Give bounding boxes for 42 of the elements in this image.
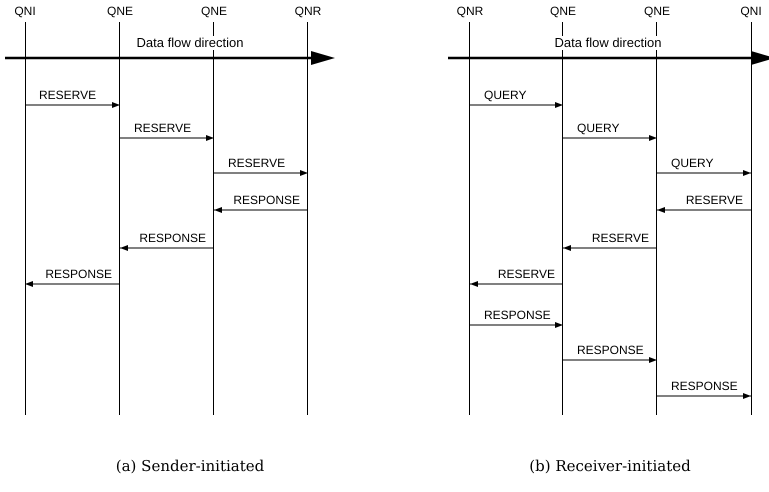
message-label: RESPONSE — [45, 267, 112, 281]
lifeline-label: QNE — [550, 4, 576, 18]
message-label: RESERVE — [39, 88, 96, 102]
direction-label: Data flow direction — [554, 36, 662, 50]
message-label: RESPONSE — [484, 308, 551, 322]
figure-caption: (a) Sender-initiated — [116, 457, 264, 475]
message-label: QUERY — [577, 121, 620, 135]
message-arrow — [562, 135, 658, 141]
lifeline-label: QNE — [644, 4, 670, 18]
lifeline-label: QNE — [106, 4, 133, 18]
direction-label: Data flow direction — [136, 36, 244, 50]
message-arrow — [214, 207, 308, 213]
message-arrow — [562, 357, 658, 363]
message-label: RESERVE — [498, 267, 555, 281]
figure-caption: (b) Receiver-initiated — [529, 457, 691, 475]
message-label: QUERY — [671, 156, 714, 170]
message-label: RESERVE — [228, 156, 286, 170]
lifeline-label: QNR — [294, 4, 322, 18]
message-arrow — [656, 207, 752, 213]
message-label: RESERVE — [686, 193, 743, 207]
message-label: RESERVE — [134, 121, 192, 135]
message-arrow — [470, 102, 564, 108]
message-arrow — [470, 281, 564, 287]
message-arrow — [24, 281, 120, 287]
message-arrow — [120, 135, 214, 141]
message-arrow — [656, 393, 752, 399]
message-label: QUERY — [484, 88, 526, 102]
message-label: RESPONSE — [577, 343, 644, 357]
lifeline-label: QNI — [14, 4, 36, 18]
message-arrow — [214, 170, 308, 176]
message-arrow — [120, 245, 214, 251]
lifeline-label: QNR — [456, 4, 484, 18]
message-arrow — [470, 322, 564, 328]
lifeline-label: QNE — [200, 4, 227, 18]
lifeline-label: QNI — [740, 4, 762, 18]
message-label: RESPONSE — [233, 193, 300, 207]
message-label: RESERVE — [592, 231, 649, 245]
message-arrow — [656, 170, 752, 176]
message-arrow — [24, 102, 120, 108]
message-label: RESPONSE — [139, 231, 206, 245]
message-label: RESPONSE — [671, 379, 738, 393]
message-arrow — [562, 245, 658, 251]
